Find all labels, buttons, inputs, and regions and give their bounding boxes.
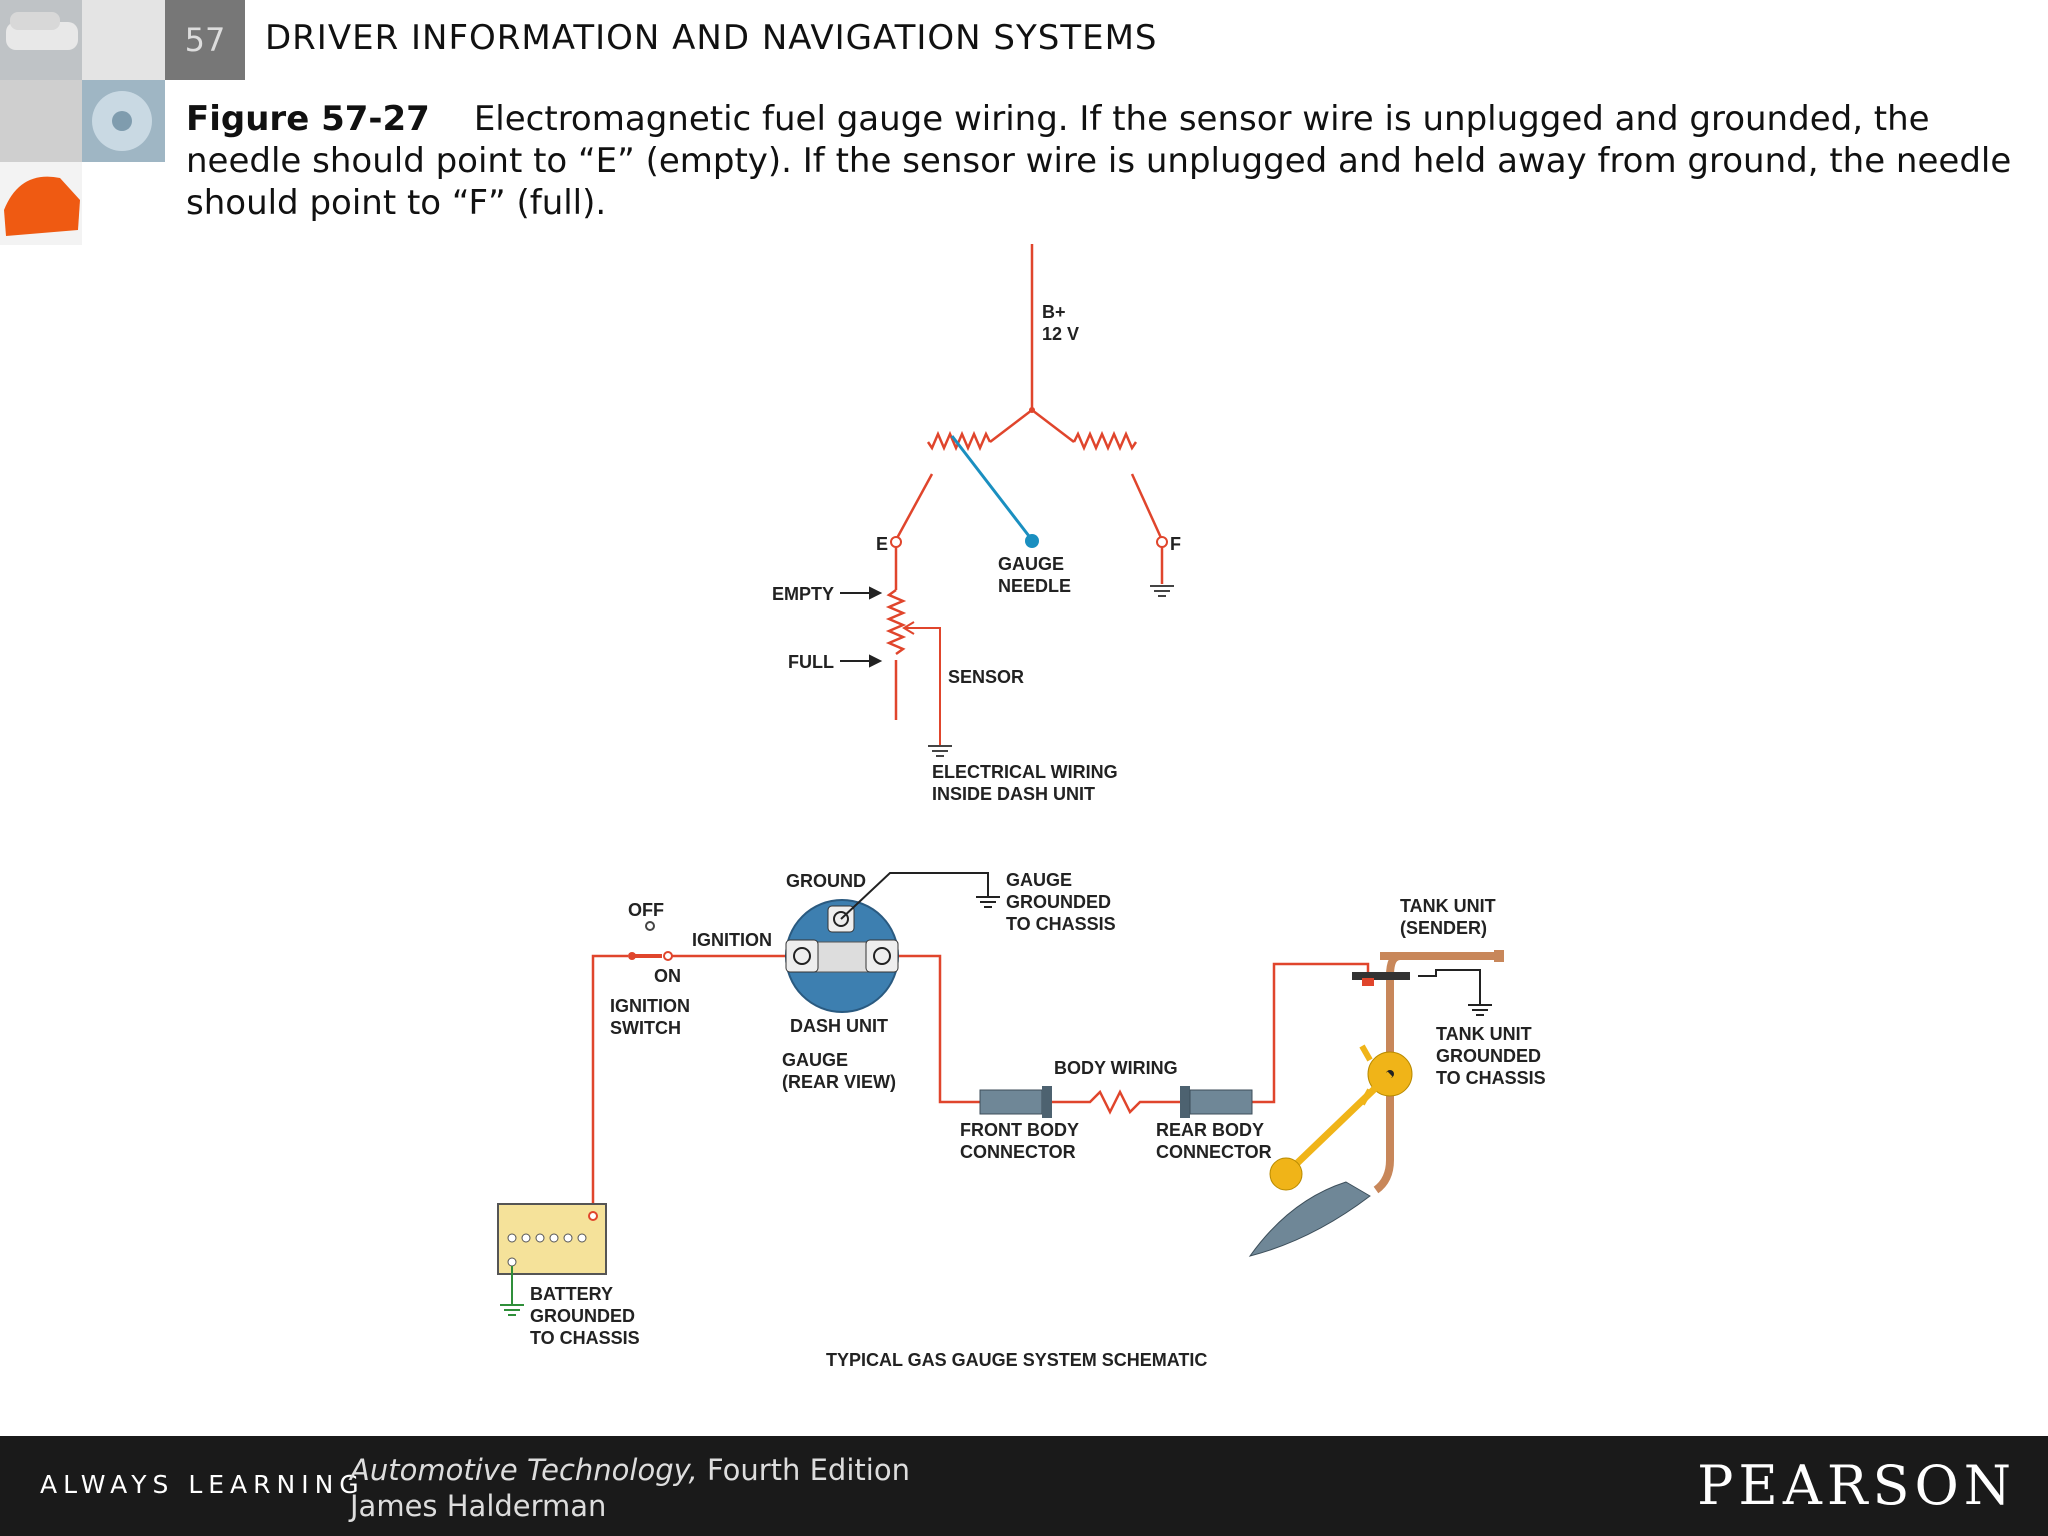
ground-label: GROUND: [786, 871, 866, 891]
schematic-title: TYPICAL GAS GAUGE SYSTEM SCHEMATIC: [826, 1350, 1207, 1370]
gauge-grounded-label-3: TO CHASSIS: [1006, 914, 1116, 934]
junction-dot: [1029, 407, 1035, 413]
book-title: Automotive Technology,: [350, 1453, 698, 1487]
gauge-grounded-label-1: GAUGE: [1006, 870, 1072, 890]
battery-label-2: GROUNDED: [530, 1306, 635, 1326]
full-arrow: [840, 654, 883, 668]
battery: [497, 1203, 607, 1316]
gauge-needle: [950, 435, 1034, 541]
empty-arrow: [840, 586, 883, 600]
ignition-label: IGNITION: [692, 930, 772, 950]
dash-unit-gauge: [785, 899, 899, 1013]
thumbnail-strip: [0, 0, 165, 245]
tank-grounded-label-1: TANK UNIT: [1436, 1024, 1532, 1044]
ignition-switch[interactable]: [628, 921, 673, 961]
sensor-label: SENSOR: [948, 667, 1024, 687]
b-plus-label: B+: [1042, 302, 1066, 322]
rear-body-connector: [1180, 1086, 1253, 1118]
tank-grounded-label-3: TO CHASSIS: [1436, 1068, 1546, 1088]
gauge-internal-wiring: [885, 244, 1164, 720]
footer-bar: ALWAYS LEARNING Automotive Technology, F…: [0, 1436, 2048, 1536]
gauge-ground-lead: [840, 872, 1000, 920]
e-terminal: [890, 536, 902, 548]
front-body-connector: [979, 1086, 1052, 1118]
figure-label: Figure 57-27: [186, 99, 430, 139]
caption-text: Electromagnetic fuel gauge wiring. If th…: [186, 99, 2012, 223]
tank-unit-sender: [1248, 950, 1504, 1257]
f-ground-symbol: [1150, 585, 1174, 597]
battery-label-3: TO CHASSIS: [530, 1328, 640, 1348]
chapter-title: DRIVER INFORMATION AND NAVIGATION SYSTEM…: [265, 18, 1158, 58]
gauge-grounded-label-2: GROUNDED: [1006, 892, 1111, 912]
book-author: James Halderman: [350, 1489, 607, 1523]
orange-car-icon: [4, 176, 80, 236]
tank-grounded-label-2: GROUNDED: [1436, 1046, 1541, 1066]
full-label: FULL: [788, 652, 834, 672]
sensor-ground-symbol: [928, 745, 952, 757]
book-edition: Fourth Edition: [697, 1453, 910, 1487]
gauge-needle-label-1: GAUGE: [998, 554, 1064, 574]
f-terminal: [1156, 536, 1168, 548]
thumbnail-images: [0, 0, 165, 245]
sensor-wiper: [902, 621, 941, 745]
battery-label-1: BATTERY: [530, 1284, 613, 1304]
system-wiring: [591, 954, 1370, 1210]
fuel-gauge-diagram: B+ 12 V E F GAUGE NEEDLE EMPTY FULL SENS…: [497, 244, 1546, 1370]
dash-unit-label: DASH UNIT: [790, 1016, 888, 1036]
needle-pivot: [1025, 534, 1039, 548]
pearson-logo: PEARSON: [1697, 1454, 2016, 1517]
wiring-label-1: ELECTRICAL WIRING: [932, 762, 1118, 782]
off-label: OFF: [628, 900, 664, 920]
voltage-label: 12 V: [1042, 324, 1079, 344]
tank-unit-label-1: TANK UNIT: [1400, 896, 1496, 916]
rear-body-label-2: CONNECTOR: [1156, 1142, 1272, 1162]
ignition-switch-label-1: IGNITION: [610, 996, 690, 1016]
f-label: F: [1170, 534, 1181, 554]
gauge-needle-label-2: NEEDLE: [998, 576, 1071, 596]
chapter-number: 57: [165, 0, 245, 80]
rear-body-label-1: REAR BODY: [1156, 1120, 1264, 1140]
gauge-rear-label-1: GAUGE: [782, 1050, 848, 1070]
wiring-label-2: INSIDE DASH UNIT: [932, 784, 1095, 804]
front-body-label-1: FRONT BODY: [960, 1120, 1079, 1140]
front-body-label-2: CONNECTOR: [960, 1142, 1076, 1162]
body-wiring-label: BODY WIRING: [1054, 1058, 1178, 1078]
book-info: Automotive Technology, Fourth Edition Ja…: [350, 1452, 910, 1524]
on-label: ON: [654, 966, 681, 986]
gauge-rear-label-2: (REAR VIEW): [782, 1072, 896, 1092]
always-learning-tagline: ALWAYS LEARNING: [40, 1470, 365, 1499]
tank-unit-label-2: (SENDER): [1400, 918, 1487, 938]
e-label: E: [876, 534, 888, 554]
empty-label: EMPTY: [772, 584, 834, 604]
ignition-switch-label-2: SWITCH: [610, 1018, 681, 1038]
